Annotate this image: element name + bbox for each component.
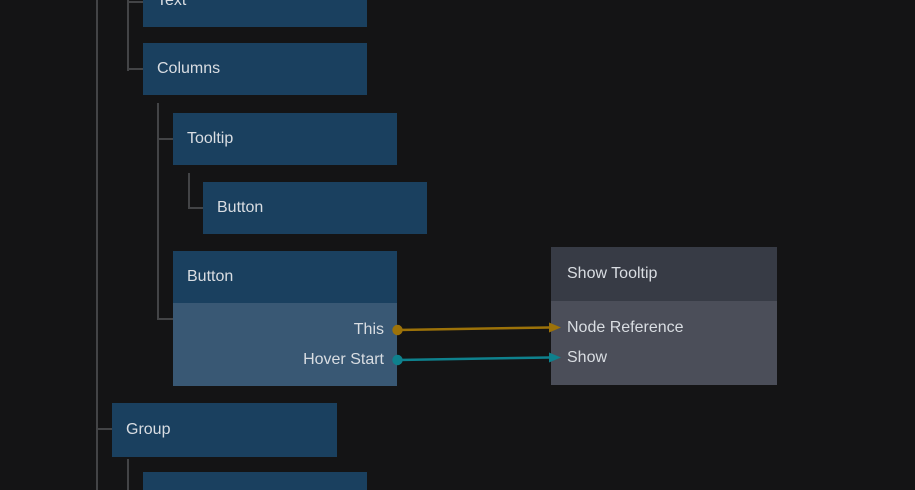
node-ports: This Hover Start: [173, 303, 397, 386]
panel-body: Node Reference Show: [551, 301, 777, 385]
row-show[interactable]: Show: [551, 343, 777, 373]
tree-line-level2-top: [127, 0, 129, 71]
group-node[interactable]: Group: [112, 403, 337, 457]
row-node-reference[interactable]: Node Reference: [551, 313, 777, 343]
columns-node[interactable]: Columns: [143, 43, 367, 95]
node-header[interactable]: Button: [173, 251, 397, 303]
panel-header[interactable]: Show Tooltip: [551, 247, 777, 301]
panel-row-label: Show: [567, 349, 608, 366]
show-tooltip-panel[interactable]: Show Tooltip Node Reference Show: [551, 247, 777, 385]
tree-line-level3: [157, 103, 159, 320]
node-label: Columns: [157, 60, 221, 77]
tree-tick-columns: [127, 68, 143, 70]
text-node[interactable]: Text: [143, 0, 367, 27]
node-label: Tooltip: [187, 130, 234, 147]
tree-tick-text: [127, 1, 143, 3]
node-label: Button: [187, 268, 234, 285]
node-label: Button: [217, 199, 264, 216]
button-child-node[interactable]: Button: [203, 182, 427, 234]
tree-tick-button1: [188, 207, 203, 209]
node-label: Text: [157, 0, 187, 9]
clipped-bottom-node[interactable]: [143, 472, 367, 490]
tree-tick-tooltip: [157, 138, 173, 140]
tooltip-node[interactable]: Tooltip: [173, 113, 397, 165]
tree-line-root: [96, 0, 98, 490]
port-this[interactable]: This: [173, 315, 397, 345]
wire-hover-start-to-show: [397, 356, 550, 362]
port-label: Hover Start: [303, 351, 384, 368]
button-node-with-ports[interactable]: Button This Hover Start: [173, 251, 397, 386]
wire-this-to-node-reference: [397, 326, 550, 332]
node-label: Group: [126, 421, 171, 438]
tree-line-level4: [188, 173, 190, 209]
tree-tick-group: [96, 428, 112, 430]
panel-title: Show Tooltip: [567, 265, 658, 282]
port-hover-start[interactable]: Hover Start: [173, 345, 397, 375]
tree-line-level2-bottom: [127, 459, 129, 490]
port-label: This: [353, 321, 384, 338]
tree-tick-button2: [157, 318, 173, 320]
panel-row-label: Node Reference: [567, 319, 684, 336]
